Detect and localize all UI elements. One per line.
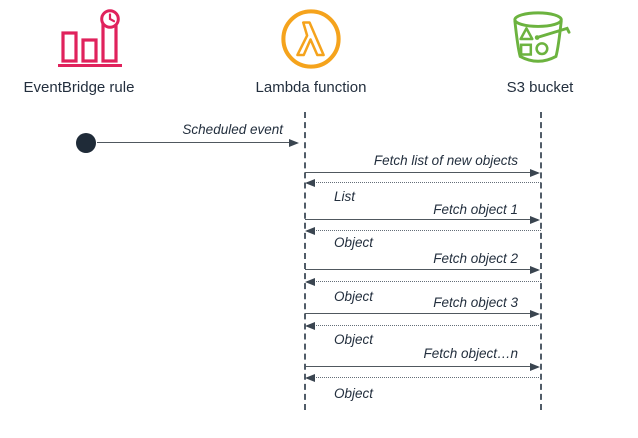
message-label: Fetch object 1 [433,202,518,217]
return-label: List [334,189,356,204]
message-label: Fetch list of new objects [373,153,518,168]
message-arrow [97,139,299,147]
message-arrow [305,310,540,318]
lifeline-s3 [540,112,542,410]
actor-label-lambda: Lambda function [255,79,367,96]
message-arrow [305,363,540,371]
return-label: Object [334,235,374,250]
return-arrow [305,322,541,330]
return-arrow [305,179,541,187]
message-label: Fetch object 2 [433,251,518,266]
lambda-function-icon [280,8,342,70]
lifeline-lambda [304,112,306,410]
message-arrow [305,266,540,274]
message-label: Fetch object 3 [433,295,518,310]
actor-eventbridge: EventBridge rule [14,8,154,96]
message-label: Scheduled event [182,122,283,137]
eventbridge-rule-icon [57,8,123,70]
s3-bucket-icon-svg [513,11,571,63]
return-arrow [305,278,541,286]
return-label: Object [334,332,374,347]
return-arrow [305,227,541,235]
actor-label-s3: S3 bucket [506,79,574,96]
actor-lambda: Lambda function [241,8,381,96]
lambda-function-icon-svg [281,9,341,69]
return-label: Object [334,289,374,304]
message-arrow [305,216,540,224]
return-arrow [305,374,541,382]
s3-bucket-icon [506,8,574,70]
return-label: Object [334,386,374,401]
start-node [76,133,96,153]
eventbridge-rule-icon-svg [58,9,122,67]
message-label: Fetch object…n [423,346,518,361]
actor-s3: S3 bucket [470,8,610,96]
message-arrow [305,169,540,177]
actor-label-eventbridge: EventBridge rule [23,79,135,96]
